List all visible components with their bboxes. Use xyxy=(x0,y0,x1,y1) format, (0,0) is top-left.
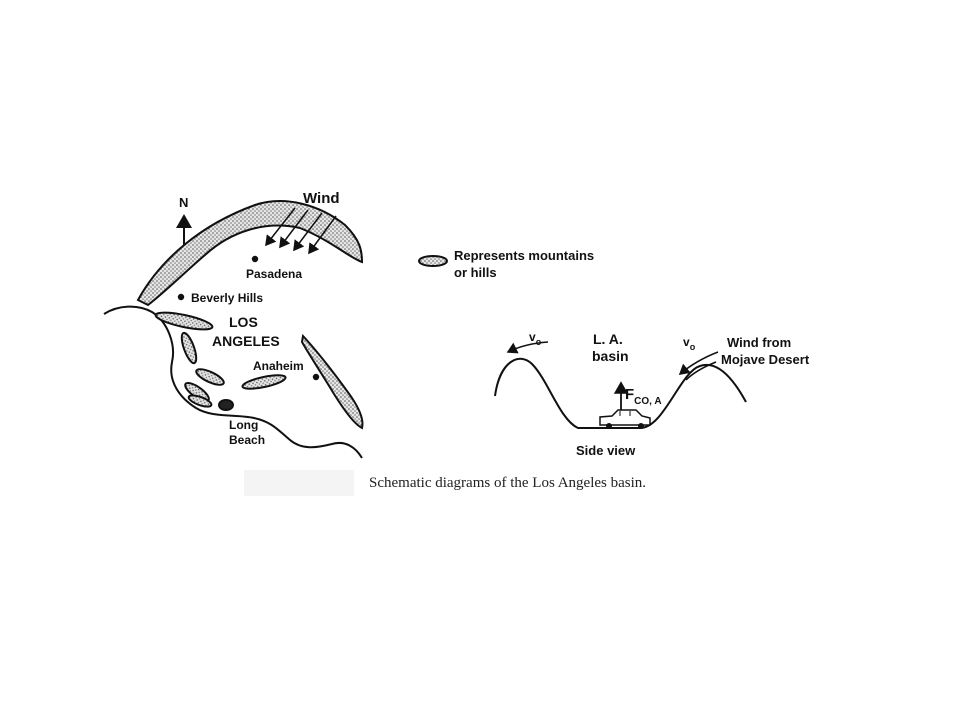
hill-santa-monica xyxy=(154,311,214,331)
long-label: Long xyxy=(229,418,258,432)
hill-east-small xyxy=(241,374,287,390)
legend-line-2: or hills xyxy=(454,265,497,280)
angeles-label: ANGELES xyxy=(212,333,280,349)
beverly-hills-label: Beverly Hills xyxy=(191,291,263,305)
mountain-range-east xyxy=(300,333,364,430)
side-view-title: Side view xyxy=(576,443,636,458)
caption-band xyxy=(244,470,354,496)
v0-left-arrow-icon xyxy=(506,341,549,354)
hill-south-3 xyxy=(187,394,213,408)
wind-arrows xyxy=(265,207,337,255)
legend-hill-swatch xyxy=(418,255,448,267)
wind-label: Wind xyxy=(303,190,340,207)
beverly-hills-dot xyxy=(177,293,185,301)
anaheim-label: Anaheim xyxy=(253,359,304,373)
v0-left-label: vo xyxy=(529,330,542,347)
pasadena-label: Pasadena xyxy=(246,267,302,281)
hill-long-beach xyxy=(218,399,234,411)
v0-right-arrow-icon xyxy=(678,351,719,375)
north-label: N xyxy=(179,195,188,210)
pasadena-dot xyxy=(251,255,259,263)
mojave-label: Mojave Desert xyxy=(721,352,810,367)
basin-label-1: L. A. xyxy=(593,331,623,347)
los-label: LOS xyxy=(229,314,258,330)
legend-line-1: Represents mountains xyxy=(454,248,594,263)
basin-label-2: basin xyxy=(592,348,629,364)
hill-palos-verdes xyxy=(180,331,198,365)
legend: Represents mountains or hills xyxy=(418,248,594,280)
side-view-panel: vo L. A. basin FCO, A vo Wind from Mojav… xyxy=(494,330,810,458)
flux-label: FCO, A xyxy=(625,386,662,407)
mountain-range-north xyxy=(136,200,364,307)
beach-label: Beach xyxy=(229,433,265,447)
anaheim-dot xyxy=(312,373,320,381)
map-panel: N Wind Pasadena Beverly Hills LOS xyxy=(103,190,364,459)
figure-caption: Schematic diagrams of the Los Angeles ba… xyxy=(369,475,646,491)
wind-from-arrow-icon xyxy=(685,361,717,381)
v0-right-label: vo xyxy=(683,335,696,352)
car-icon xyxy=(599,409,651,429)
hill-south-1 xyxy=(195,368,225,386)
wind-from-label: Wind from xyxy=(727,335,791,350)
